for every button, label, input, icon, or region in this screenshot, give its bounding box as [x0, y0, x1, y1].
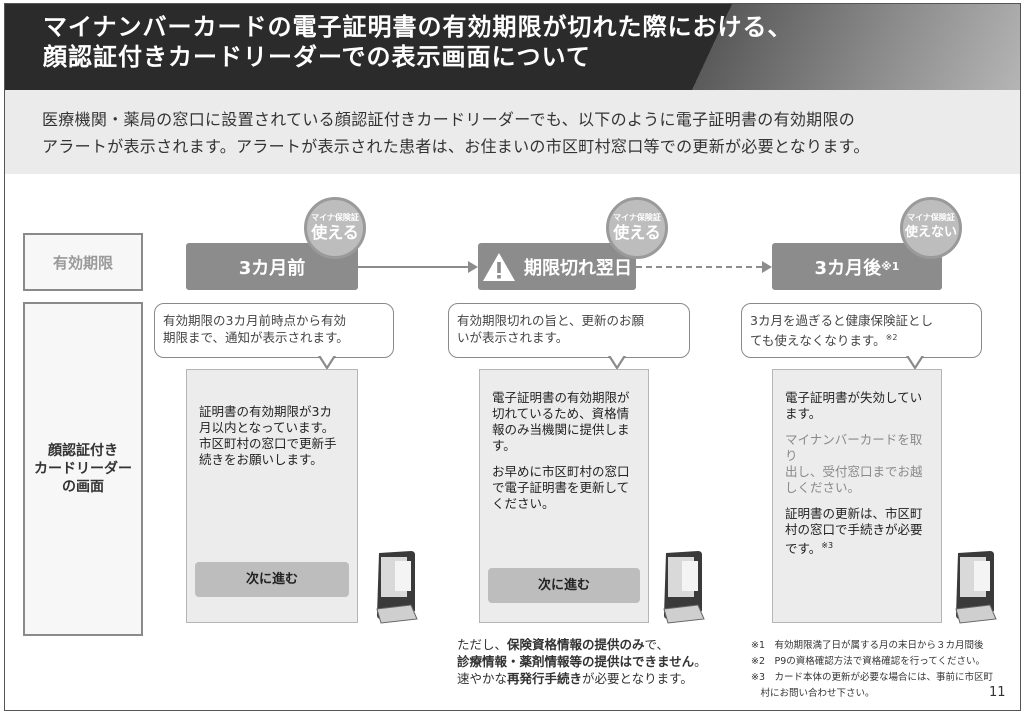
page-title-line1: マイナンバーカードの電子証明書の有効期限が切れた際における、 [43, 13, 793, 41]
reader-screen-1: 証明書の有効期限が3カ 月以内となっています。 市区町村の窓口で更新手 続きをお… [186, 369, 358, 623]
screen-text-line: です。 [785, 541, 822, 557]
stage-3-months-after-label: 3カ月後 [814, 257, 882, 279]
bubble-line: 有効期限切れの旨と、更新のお願 [457, 313, 645, 328]
screen-text-line: マイナンバーカードを取り [785, 432, 923, 463]
footnote-3: ※3 カード本体の更新が必要な場合には、事前に市区町 [751, 672, 994, 683]
explanation-bubble-3: 3カ月を過ぎると健康保険証とし ても使えなくなります。※2 [741, 303, 982, 358]
bubble-line: 有効期限の3カ月前時点から有効 [163, 313, 346, 328]
screen-text-line: 村の窓口で手続きが必要 [785, 522, 923, 537]
screen-message: 電子証明書の有効期限が 切れているため、資格情 報のみ当機関に提供しま す。 お… [492, 390, 638, 512]
badge-caption: マイナ保険証 [613, 213, 661, 222]
stage-day-after-expiry: 期限切れ翌日 [478, 243, 636, 290]
row-label-reader-line2: カードリーダー [34, 461, 132, 477]
note-line2: 診療情報・薬剤情報等の提供はできません。 [457, 653, 707, 670]
badge-usable-1: マイナ保険証 使える [304, 197, 366, 259]
timeline-arrowhead-2 [762, 261, 772, 273]
note-text: が必要となります。 [582, 671, 693, 686]
note-text: 。 [694, 654, 707, 669]
screen-text-line: す。 [492, 438, 516, 453]
row-label-reader-screen: 顔認証付き カードリーダー の画面 [23, 302, 143, 636]
note-text: 速やかな [457, 671, 508, 686]
screen-text-line-wrap: です。※3 [785, 538, 931, 557]
reader-screen-3: 電子証明書が失効してい ます。 マイナンバーカードを取り 出し、受付窓口までお越… [772, 369, 942, 623]
screen-text-line: ください。 [492, 496, 555, 511]
note-text: で、 [644, 637, 670, 652]
note-text: ただし、 [457, 637, 508, 652]
screen-message: 証明書の有効期限が3カ 月以内となっています。 市区町村の窓口で更新手 続きをお… [199, 404, 347, 468]
screen-text-line: 証明書の更新は、市区町 [785, 506, 923, 521]
footnote-2: ※2 P9の資格確認方法で資格確認を行ってください。 [751, 656, 986, 667]
note-emphasis: 再発行手続き [507, 671, 583, 686]
row-label-reader-line1: 顔認証付き [48, 443, 118, 459]
card-reader-device-icon [663, 551, 705, 624]
intro-box: 医療機関・薬局の窓口に設置されている顔認証付きカードリーダーでも、以下のように電… [5, 90, 1020, 174]
screen-text-line: 電子証明書が失効してい [785, 390, 923, 405]
bubble-tail [608, 355, 626, 370]
card-reader-device-icon [955, 551, 997, 624]
screen-text-line: 月以内となっています。 [199, 420, 335, 435]
screen-text-line: ます。 [785, 406, 822, 421]
card-reader-device-icon [376, 551, 418, 624]
title-stripe-decoration [660, 4, 1020, 90]
screen-text-line: 市区町村の窓口で更新手 [199, 436, 337, 451]
screen-text-line: 出し、受付窓口までお越 [785, 464, 923, 479]
screen-text-line: お早めに市区町村の窓口 [492, 464, 630, 479]
badge-status: 使える [311, 223, 359, 242]
title-bar: マイナンバーカードの電子証明書の有効期限が切れた際における、 顔認証付きカードリ… [5, 4, 1020, 90]
badge-caption: マイナ保険証 [311, 213, 359, 222]
bubble-tail [318, 355, 336, 370]
bubble-line: いが表示されます。 [457, 330, 569, 345]
explanation-bubble-1: 有効期限の3カ月前時点から有効 期限まで、通知が表示されます。 [154, 303, 394, 358]
screen-message: 電子証明書が失効してい ます。 マイナンバーカードを取り 出し、受付窓口までお越… [785, 390, 931, 557]
footnote-1: ※1 有効期限満了日が属する月の末日から３カ月間後 [751, 640, 984, 651]
next-button[interactable]: 次に進む [488, 568, 640, 603]
stage-3-months-after-footnote-mark: ※1 [881, 260, 900, 273]
intro-line1: 医療機関・薬局の窓口に設置されている顔認証付きカードリーダーでも、以下のように電… [42, 110, 856, 129]
screen-text-line: で電子証明書を更新して [492, 480, 630, 495]
timeline-arrowhead-1 [468, 261, 478, 273]
screen-text-line: 報のみ当機関に提供しま [492, 422, 630, 437]
screen-text-line: 続きをお願いします。 [199, 452, 323, 467]
note-line1: ただし、保険資格情報の提供のみで、 [457, 636, 707, 653]
page-frame [4, 3, 1021, 711]
stage-day-after-expiry-label: 期限切れ翌日 [524, 257, 632, 279]
row-label-reader-line3: の画面 [62, 479, 104, 495]
bubble-line: 期限まで、通知が表示されます。 [163, 330, 349, 345]
note-emphasis: 診療情報・薬剤情報等の提供はできません [457, 654, 695, 669]
badge-status: 使える [613, 223, 661, 242]
page-title-line2: 顔認証付きカードリーダーでの表示画面について [43, 43, 591, 71]
bubble-tail [906, 355, 924, 370]
badge-status: 使えない [904, 225, 957, 240]
note-line3: 速やかな再発行手続きが必要となります。 [457, 670, 707, 687]
intro-line2: アラートが表示されます。アラートが表示された患者は、お住まいの市区町村窓口等での… [42, 137, 870, 156]
screen-footnote-mark: ※3 [821, 541, 834, 550]
bubble-footnote-mark: ※2 [885, 333, 898, 342]
screen-text-line: 電子証明書の有効期限が [492, 390, 630, 405]
bubble-line: 3カ月を過ぎると健康保険証とし [750, 313, 933, 328]
warning-icon [483, 252, 515, 281]
reader-screen-2: 電子証明書の有効期限が 切れているため、資格情 報のみ当機関に提供しま す。 お… [479, 369, 649, 623]
footnote-3-continued: 村にお問い合わせ下さい。 [751, 688, 875, 699]
bubble-line: ても使えなくなります。 [750, 333, 886, 349]
badge-caption: マイナ保険証 [907, 213, 955, 222]
expiry-note: ただし、保険資格情報の提供のみで、 診療情報・薬剤情報等の提供はできません。 速… [457, 636, 707, 687]
bubble-line-wrap: ても使えなくなります。※2 [750, 329, 973, 349]
footnotes: ※1 有効期限満了日が属する月の末日から３カ月間後 ※2 P9の資格確認方法で資… [751, 638, 1013, 702]
intro-text: 医療機関・薬局の窓口に設置されている顔認証付きカードリーダーでも、以下のように電… [42, 106, 870, 160]
timeline-arrow-solid [358, 266, 468, 268]
page-title: マイナンバーカードの電子証明書の有効期限が切れた際における、 顔認証付きカードリ… [43, 12, 793, 72]
note-emphasis: 保険資格情報の提供のみ [507, 637, 645, 652]
explanation-bubble-2: 有効期限切れの旨と、更新のお願 いが表示されます。 [448, 303, 690, 358]
next-button[interactable]: 次に進む [195, 562, 349, 597]
screen-text-line: 切れているため、資格情 [492, 406, 630, 421]
badge-usable-2: マイナ保険証 使える [606, 197, 668, 259]
badge-unusable: マイナ保険証 使えない [900, 197, 962, 259]
timeline-arrow-dashed [636, 266, 762, 268]
row-label-expiry: 有効期限 [23, 233, 143, 291]
page-number: 11 [989, 685, 1006, 700]
screen-text-line: しください。 [785, 480, 861, 495]
screen-text-line: 証明書の有効期限が3カ [199, 404, 332, 419]
